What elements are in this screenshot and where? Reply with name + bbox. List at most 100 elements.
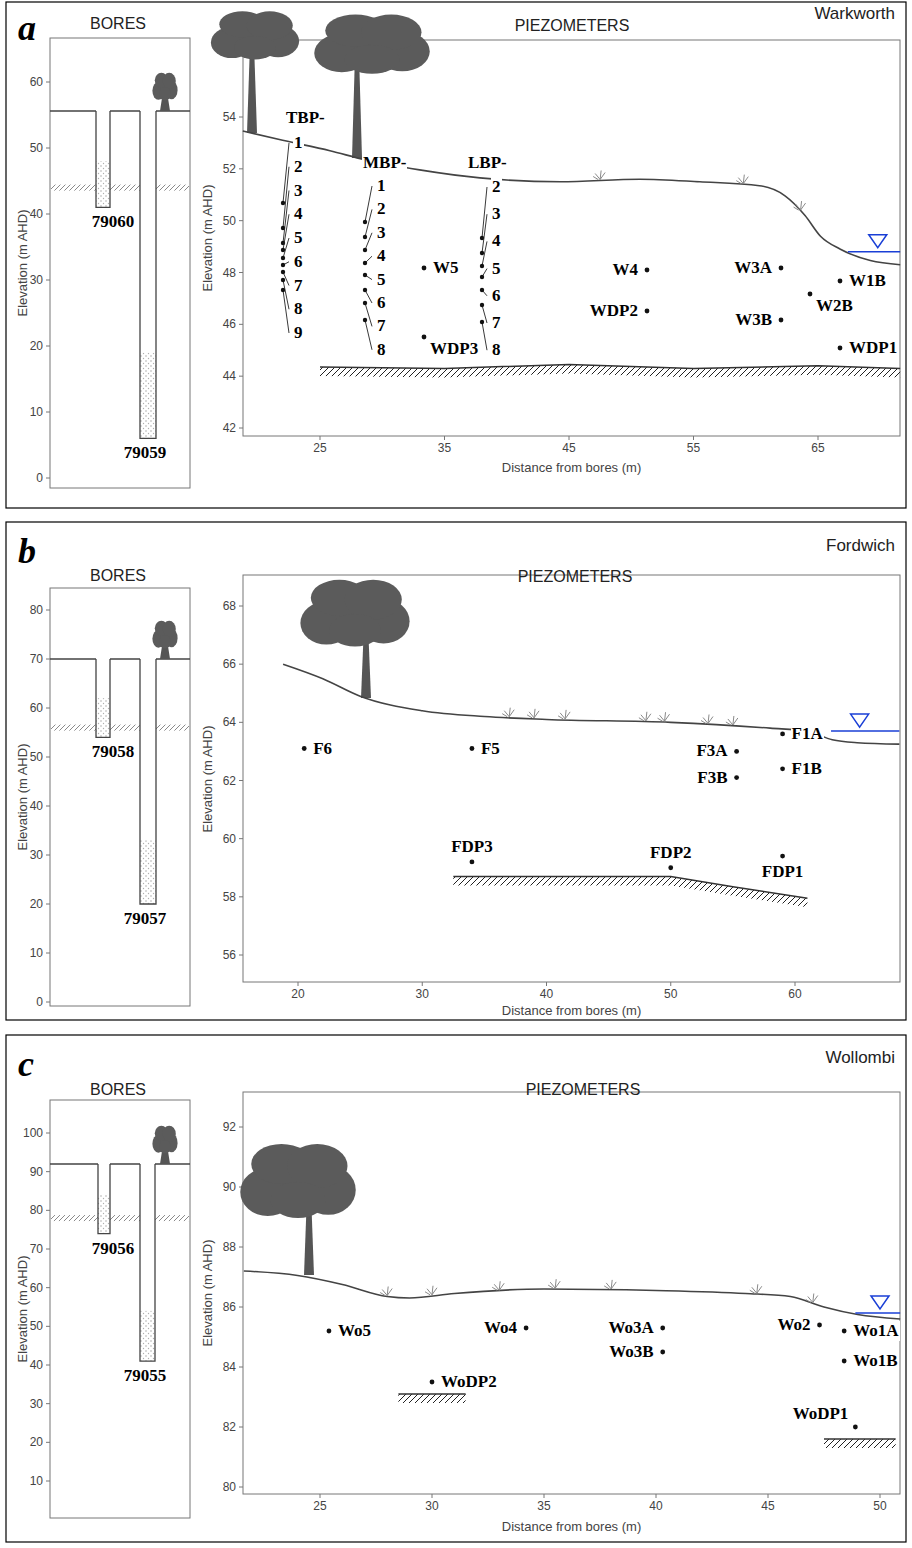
panel-frame: [6, 2, 906, 508]
tick-label: 66: [223, 657, 236, 671]
piezometer-point: [734, 749, 739, 754]
piezometer-number: 6: [293, 252, 304, 272]
piezometer-point: [363, 261, 367, 265]
bore-casing: [98, 1164, 110, 1234]
tick-mark: [46, 280, 50, 281]
grass-tuft: [701, 715, 713, 724]
piezometer-label: F3B: [696, 768, 728, 788]
grass-tuft: [736, 175, 748, 184]
piezometer-label: Wo5: [337, 1321, 372, 1341]
grass-tuft: [492, 1281, 504, 1290]
piezometer-point: [480, 275, 484, 279]
tick-label: 64: [223, 715, 236, 729]
tick-mark: [46, 1210, 50, 1211]
piezometer-number: 9: [293, 323, 304, 343]
tick-mark: [544, 1494, 545, 1498]
tick-label: 52: [223, 162, 236, 176]
bore-casing: [140, 1164, 155, 1361]
piezometer-point: [422, 266, 427, 271]
grass-tuft: [750, 1284, 762, 1293]
water-table-band: [51, 1215, 189, 1221]
piezometer-point: [480, 320, 484, 324]
axis-title: Distance from bores (m): [502, 460, 641, 475]
tick-mark: [46, 1403, 50, 1404]
piezometer-number: 5: [491, 259, 502, 279]
tick-mark: [239, 1367, 243, 1368]
screen-interval: [98, 1195, 110, 1234]
tick-label: 20: [291, 987, 304, 1001]
tick-label: 10: [30, 1474, 43, 1488]
piezometer-point: [302, 746, 307, 751]
piezometer-number: 4: [491, 231, 502, 251]
piezometer-point: [422, 335, 427, 340]
tree-canopy: [329, 614, 381, 646]
tick-label: 44: [223, 369, 236, 383]
tree-canopy: [345, 45, 400, 74]
bore-id: 79059: [123, 443, 168, 463]
plot-box: [50, 588, 190, 1006]
screen-interval: [140, 840, 156, 904]
piezometer-label: WoDP2: [440, 1372, 498, 1392]
grass-tuft: [380, 1287, 392, 1296]
tree-canopy: [163, 621, 176, 638]
leader-line: [365, 209, 372, 237]
bore-hole: [140, 111, 156, 438]
section-heading: PIEZOMETERS: [526, 1081, 641, 1099]
plot-box: [50, 38, 190, 488]
piezometer-label: WoDP1: [792, 1404, 850, 1424]
tick-label: 70: [30, 652, 43, 666]
tick-mark: [46, 148, 50, 149]
tick-label: 46: [223, 317, 236, 331]
piezometer-label: FDP1: [761, 862, 805, 882]
tick-label: 40: [30, 207, 43, 221]
tree-canopy: [159, 87, 171, 101]
leader-line: [365, 186, 372, 222]
water-level-symbol: [871, 1296, 889, 1309]
tick-mark: [239, 722, 243, 723]
piezometer-nest-label: LBP-: [467, 153, 508, 173]
piezometer-label: Wo4: [483, 1318, 518, 1338]
tick-label: 60: [223, 832, 236, 846]
tree-canopy: [163, 1126, 176, 1143]
tick-label: 80: [30, 1203, 43, 1217]
tick-label: 10: [30, 405, 43, 419]
tick-mark: [670, 982, 671, 986]
tick-mark: [880, 1494, 881, 1498]
tick-label: 20: [30, 339, 43, 353]
piezometer-point: [779, 318, 784, 323]
tick-mark: [239, 1247, 243, 1248]
tick-mark: [320, 436, 321, 440]
piezometer-nest-label: MBP-: [362, 153, 407, 173]
tick-mark: [239, 376, 243, 377]
panel: [6, 522, 906, 1020]
piezometer-label: F1B: [791, 759, 823, 779]
panel-frame: [6, 522, 906, 1020]
piezometer-number: 1: [293, 133, 304, 153]
piezometer-point: [838, 346, 843, 351]
tree-canopy: [163, 73, 176, 90]
tick-label: 10: [30, 946, 43, 960]
piezometer-point: [645, 309, 650, 314]
bedrock-line: [824, 1438, 896, 1440]
tick-label: 60: [30, 1281, 43, 1295]
piezometer-point: [470, 746, 475, 751]
tick-mark: [46, 1249, 50, 1250]
panel: [6, 1035, 906, 1542]
piezometer-number: 5: [376, 270, 387, 290]
grass-tuft: [794, 201, 806, 210]
axis-title: Elevation (m AHD): [15, 744, 30, 851]
tick-label: 50: [30, 1319, 43, 1333]
bore-casing: [96, 111, 110, 207]
screen-interval: [140, 353, 156, 439]
tick-mark: [239, 168, 243, 169]
tick-mark: [46, 1171, 50, 1172]
ground-surface: [244, 1271, 900, 1319]
bore-id: 79055: [123, 1366, 168, 1386]
tick-label: 84: [223, 1360, 236, 1374]
piezometer-number: 7: [491, 313, 502, 333]
piezometer-number: 2: [491, 177, 502, 197]
tick-label: 48: [223, 266, 236, 280]
piezometer-point: [780, 766, 785, 771]
piezometer-point: [430, 1380, 435, 1385]
